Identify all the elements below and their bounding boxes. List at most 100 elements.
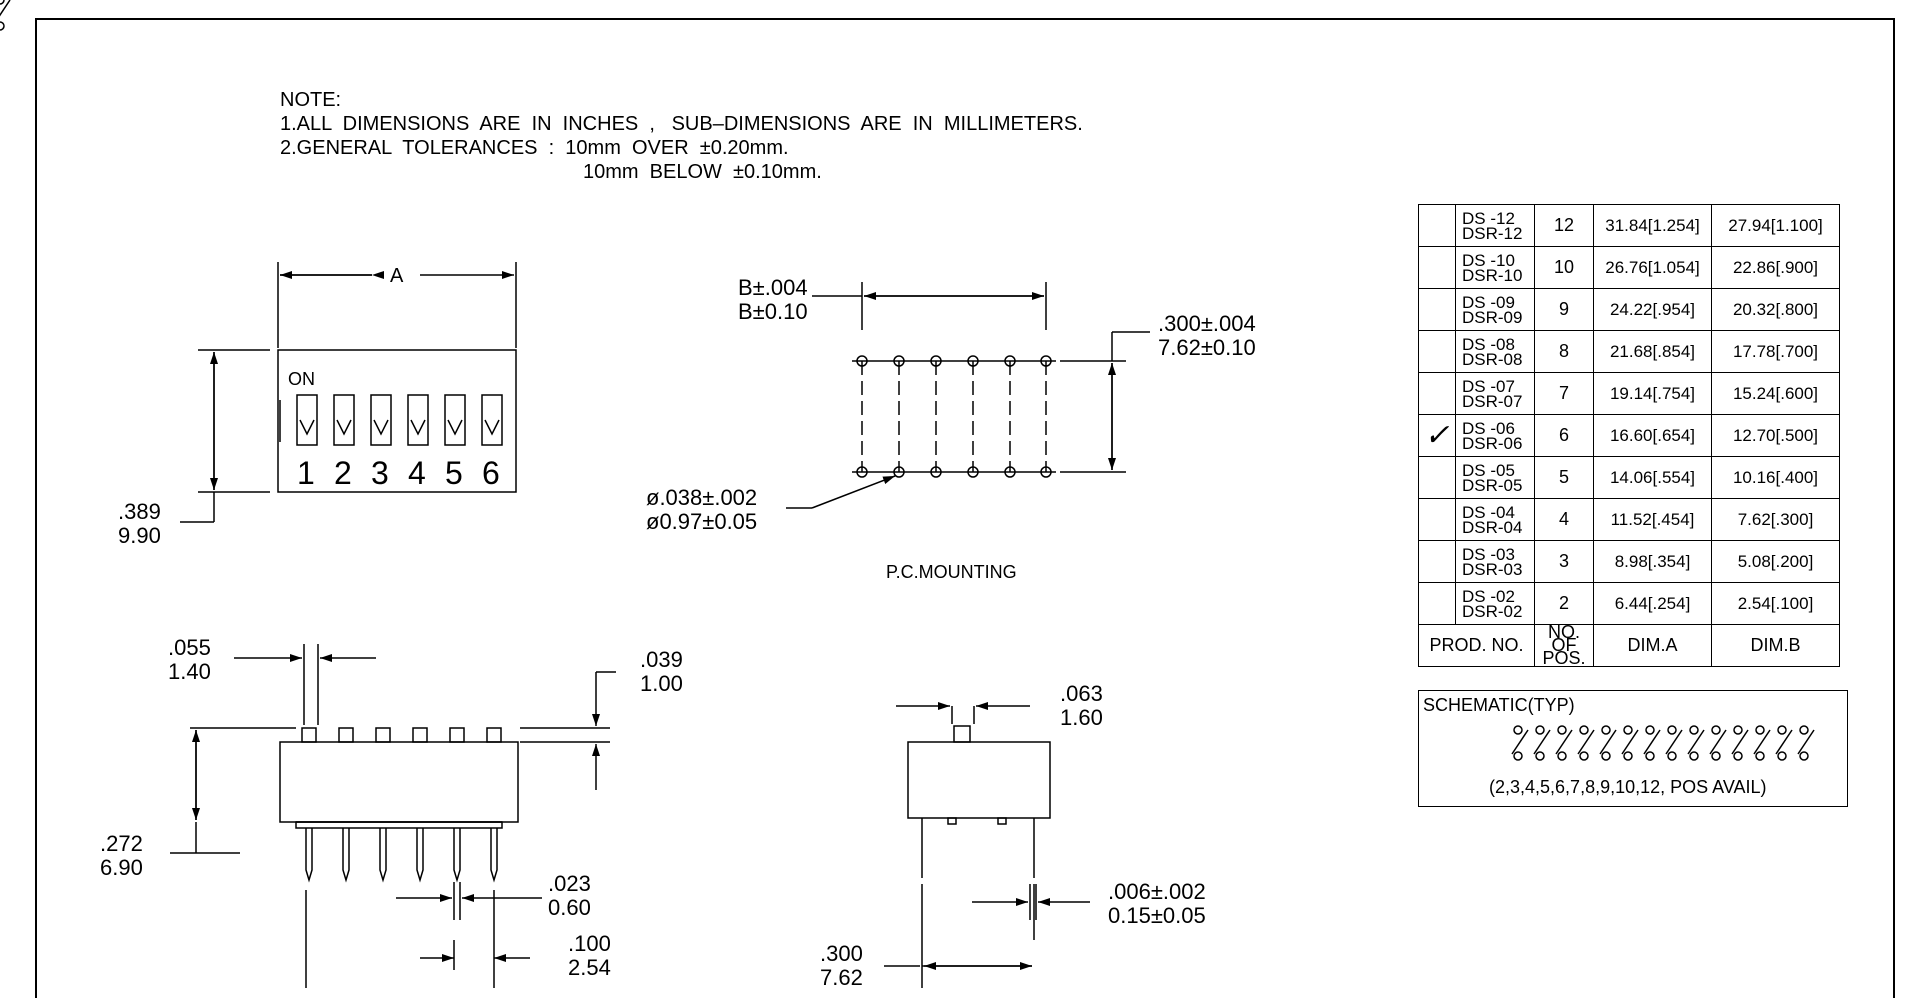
actuator-width-inch: .055 bbox=[168, 635, 211, 660]
row-spacing-mm: 7.62±0.10 bbox=[1158, 335, 1256, 360]
row-check-mark bbox=[1418, 540, 1456, 583]
switch-number-1: 1 bbox=[297, 455, 315, 491]
switch-number-5: 5 bbox=[445, 455, 463, 491]
schematic-title: SCHEMATIC(TYP) bbox=[1423, 695, 1575, 715]
note-line-1: 1.ALL DIMENSIONS ARE IN INCHES , SUB–DIM… bbox=[280, 113, 1083, 135]
mounting-holes bbox=[852, 355, 1056, 478]
switch-body-outline bbox=[277, 349, 517, 493]
product-ds: DS -10 bbox=[1462, 250, 1515, 270]
dim-a-cell: 26.76[1.054] bbox=[1593, 246, 1712, 289]
dim-b-cell: 20.32[.800] bbox=[1711, 288, 1840, 331]
side-view bbox=[170, 644, 616, 988]
dim-a-label: A bbox=[390, 265, 404, 287]
actuator-height-mm: 1.00 bbox=[640, 671, 683, 696]
positions-cell: 3 bbox=[1534, 540, 1594, 583]
row-check-mark bbox=[1418, 288, 1456, 331]
actuator-width-mm: 1.40 bbox=[168, 659, 211, 684]
dim-b-cell: 22.86[.900] bbox=[1711, 246, 1840, 289]
note-line-2: 2.GENERAL TOLERANCES : 10mm OVER ±0.20mm… bbox=[280, 137, 789, 159]
product-dsr: DSR-06 bbox=[1462, 433, 1523, 453]
positions-cell: 7 bbox=[1534, 372, 1594, 415]
dim-b-cell: 7.62[.300] bbox=[1711, 498, 1840, 541]
product-ds: DS -05 bbox=[1462, 460, 1515, 480]
side-actuators bbox=[301, 727, 502, 743]
dim-a-cell: 21.68[.854] bbox=[1593, 330, 1712, 373]
product-ds: DS -08 bbox=[1462, 334, 1515, 354]
product-dsr: DSR-09 bbox=[1462, 307, 1523, 327]
dim-b-cell: 12.70[.500] bbox=[1711, 414, 1840, 457]
pitch-mm: B±0.10 bbox=[738, 299, 808, 324]
product-dsr: DSR-02 bbox=[1462, 601, 1523, 621]
switch-number-6: 6 bbox=[482, 455, 500, 491]
positions-cell: 10 bbox=[1534, 246, 1594, 289]
positions-cell: 6 bbox=[1534, 414, 1594, 457]
pin-width-mm: 0.60 bbox=[548, 895, 591, 920]
top-view bbox=[180, 262, 517, 523]
dim-b-cell: 10.16[.400] bbox=[1711, 456, 1840, 499]
end-view bbox=[884, 702, 1090, 988]
row-check-mark: ✓ bbox=[1418, 414, 1456, 457]
schematic-box: SCHEMATIC(TYP) (2,3,4,5,6,7,8,9,10,12, P… bbox=[1418, 690, 1848, 807]
product-dsr: DSR-04 bbox=[1462, 517, 1523, 537]
row-check-mark bbox=[1418, 456, 1456, 499]
product-dsr: DSR-07 bbox=[1462, 391, 1523, 411]
pin-pitch-inch: .100 bbox=[568, 931, 611, 956]
product-ds: DS -06 bbox=[1462, 418, 1515, 438]
actuator-height-inch: .039 bbox=[640, 647, 683, 672]
product-dsr: DSR-03 bbox=[1462, 559, 1523, 579]
pin-thickness-inch: .006±.002 bbox=[1108, 879, 1206, 904]
end-row-mm: 7.62 bbox=[820, 965, 863, 990]
row-check-mark bbox=[1418, 498, 1456, 541]
top-height-mm: 9.90 bbox=[118, 523, 161, 548]
product-ds: DS -09 bbox=[1462, 292, 1515, 312]
product-ds: DS -07 bbox=[1462, 376, 1515, 396]
end-actuator-inch: .063 bbox=[1060, 681, 1103, 706]
hole-diameter-inch: ø.038±.002 bbox=[646, 485, 758, 510]
pin-width-inch: .023 bbox=[548, 871, 591, 896]
dim-a-cell: 14.06[.554] bbox=[1593, 456, 1712, 499]
positions-cell: 2 bbox=[1534, 582, 1594, 625]
end-row-inch: .300 bbox=[820, 941, 863, 966]
product-dsr: DSR-05 bbox=[1462, 475, 1523, 495]
row-check-mark bbox=[1418, 330, 1456, 373]
switch-number-3: 3 bbox=[371, 455, 389, 491]
top-height-inch: .389 bbox=[118, 499, 161, 524]
side-pins bbox=[305, 828, 498, 883]
positions-cell: 5 bbox=[1534, 456, 1594, 499]
header-prod-no: PROD. NO. bbox=[1418, 624, 1535, 667]
switch-number-2: 2 bbox=[334, 455, 352, 491]
side-body bbox=[279, 741, 519, 823]
pitch-inch: B±.004 bbox=[738, 275, 808, 300]
end-body bbox=[907, 741, 1051, 819]
row-check-mark bbox=[1418, 204, 1456, 247]
end-actuator-mm: 1.60 bbox=[1060, 705, 1103, 730]
dim-a-cell: 31.84[1.254] bbox=[1593, 204, 1712, 247]
positions-cell: 4 bbox=[1534, 498, 1594, 541]
product-ds: DS -04 bbox=[1462, 502, 1515, 522]
product-dsr: DSR-10 bbox=[1462, 265, 1523, 285]
positions-cell: 12 bbox=[1534, 204, 1594, 247]
on-label: ON bbox=[288, 369, 315, 389]
body-height-inch: .272 bbox=[100, 831, 143, 856]
product-ds: DS -03 bbox=[1462, 544, 1515, 564]
pc-mounting-caption: P.C.MOUNTING bbox=[886, 562, 1017, 582]
notes-block: NOTE: 1.ALL DIMENSIONS ARE IN INCHES , S… bbox=[280, 88, 1083, 184]
